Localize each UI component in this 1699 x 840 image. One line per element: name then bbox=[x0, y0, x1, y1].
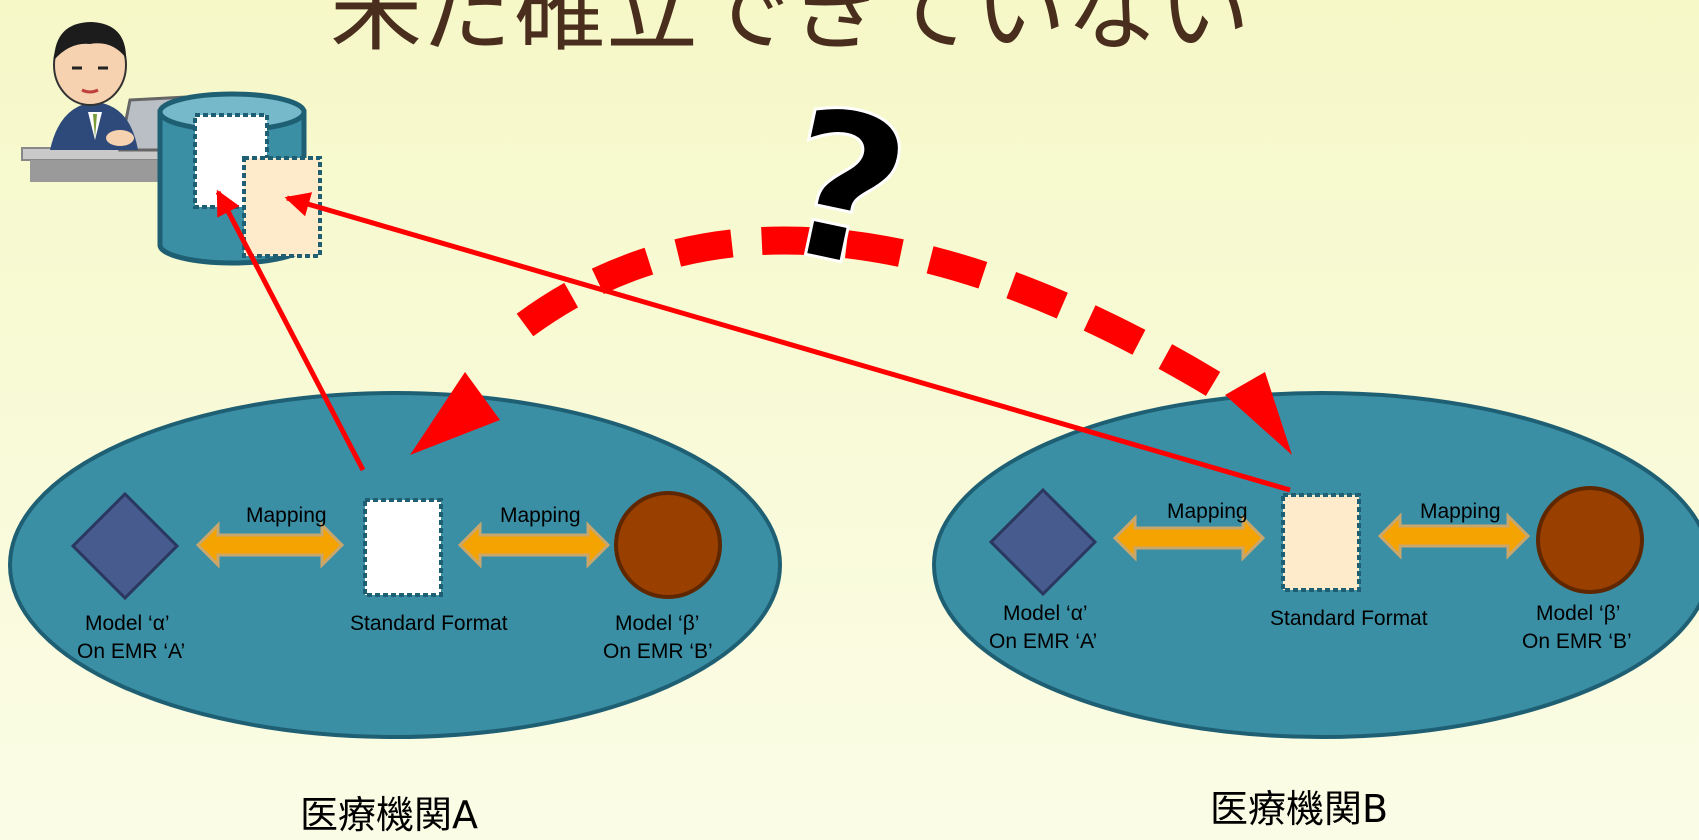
model-alpha-diamond-icon bbox=[988, 487, 1098, 597]
upload-arrow-a bbox=[215, 189, 366, 472]
question-mark-icon: ? bbox=[761, 62, 927, 320]
standard-format-label: Standard Format bbox=[1270, 607, 1428, 630]
model-beta-emr-label: On EMR ‘B’ bbox=[1522, 630, 1632, 653]
model-alpha-emr-label: On EMR ‘A’ bbox=[77, 640, 185, 663]
mapping-label: Mapping bbox=[1167, 500, 1248, 523]
hospital-a-name: 医療機関A bbox=[300, 793, 478, 837]
standard-format-label: Standard Format bbox=[350, 612, 508, 635]
standard-format-document-icon bbox=[363, 498, 443, 597]
upload-arrow-b bbox=[284, 192, 1291, 493]
model-beta-label: Model ‘β’ bbox=[1536, 602, 1620, 625]
model-alpha-label: Model ‘α’ bbox=[85, 612, 170, 635]
model-alpha-diamond-icon bbox=[70, 491, 180, 601]
mapping-label: Mapping bbox=[246, 504, 327, 527]
model-beta-emr-label: On EMR ‘B’ bbox=[603, 640, 713, 663]
mapping-arrow-icon bbox=[1377, 512, 1531, 560]
page-title: 未だ確立できていない bbox=[330, 0, 1250, 64]
mapping-arrow-icon bbox=[195, 521, 345, 569]
uncertain-exchange-arrow bbox=[410, 226, 1292, 455]
hospital-b-name: 医療機関B bbox=[1210, 787, 1388, 831]
mapping-arrow-icon bbox=[1112, 514, 1266, 562]
mapping-label: Mapping bbox=[500, 504, 581, 527]
mapping-arrow-icon bbox=[457, 521, 611, 569]
model-beta-circle-icon bbox=[614, 491, 722, 599]
model-beta-circle-icon bbox=[1536, 486, 1644, 594]
standard-format-document-icon bbox=[1281, 493, 1361, 592]
model-alpha-emr-label: On EMR ‘A’ bbox=[989, 630, 1097, 653]
model-alpha-label: Model ‘α’ bbox=[1003, 602, 1088, 625]
model-beta-label: Model ‘β’ bbox=[615, 612, 699, 635]
document-icon bbox=[242, 156, 322, 258]
mapping-label: Mapping bbox=[1420, 500, 1501, 523]
